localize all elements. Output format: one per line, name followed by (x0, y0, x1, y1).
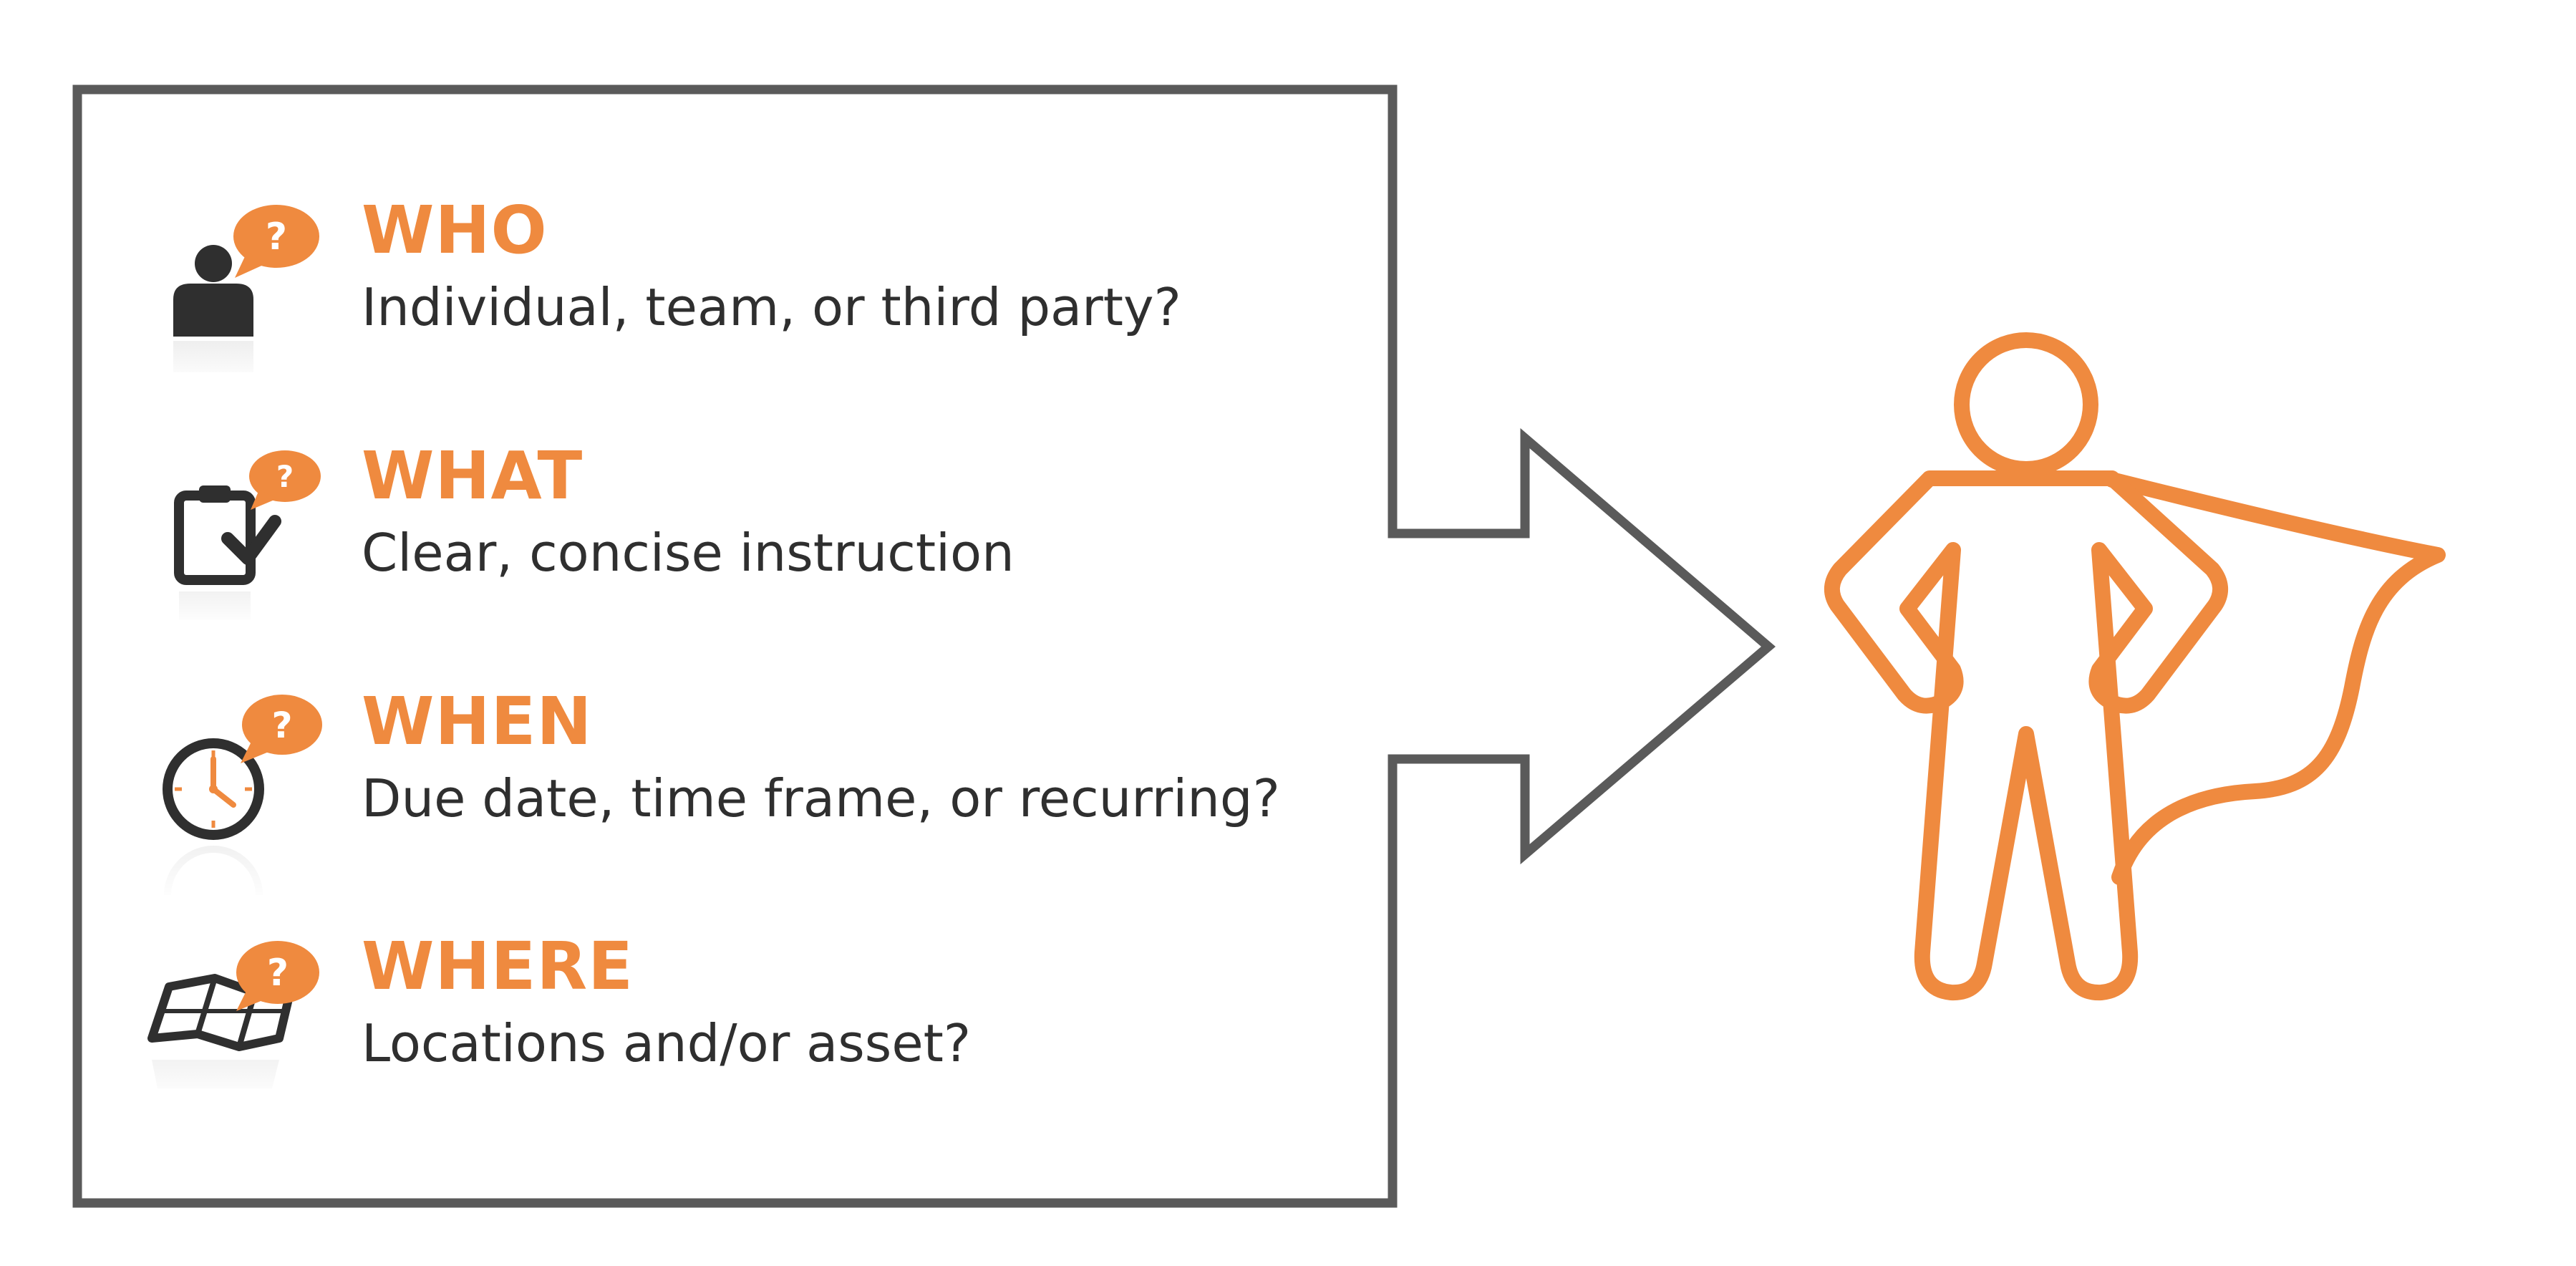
who-bubble-glyph: ? (266, 216, 287, 258)
clipboard-check-icon (174, 450, 321, 626)
body-outline (1824, 470, 2228, 1001)
who-description: Individual, team, or third party? (362, 277, 1181, 337)
superhero-icon (1824, 332, 2446, 1001)
item-where: WHERE Locations and/or asset? (362, 931, 971, 1076)
item-when: WHEN Due date, time frame, or recurring? (362, 686, 1280, 831)
when-description: Due date, time frame, or recurring? (362, 768, 1280, 828)
what-title: WHAT (362, 438, 584, 514)
when-title: WHEN (362, 683, 593, 760)
what-description: Clear, concise instruction (362, 523, 1015, 583)
what-bubble-glyph: ? (276, 459, 294, 494)
who-title: WHO (362, 192, 548, 269)
clock-icon (163, 695, 322, 902)
box-arrow-outline (72, 84, 1776, 1208)
when-bubble-glyph: ? (271, 705, 292, 746)
where-bubble-glyph: ? (267, 952, 289, 995)
item-who: WHO Individual, team, or third party? (362, 195, 1181, 339)
person-icon (169, 205, 319, 382)
head-outline (1954, 332, 2098, 477)
where-title: WHERE (362, 928, 634, 1005)
item-what: WHAT Clear, concise instruction (362, 440, 1015, 585)
where-description: Locations and/or asset? (362, 1013, 972, 1073)
map-icon (143, 941, 319, 1100)
cape-outline (2104, 472, 2446, 885)
